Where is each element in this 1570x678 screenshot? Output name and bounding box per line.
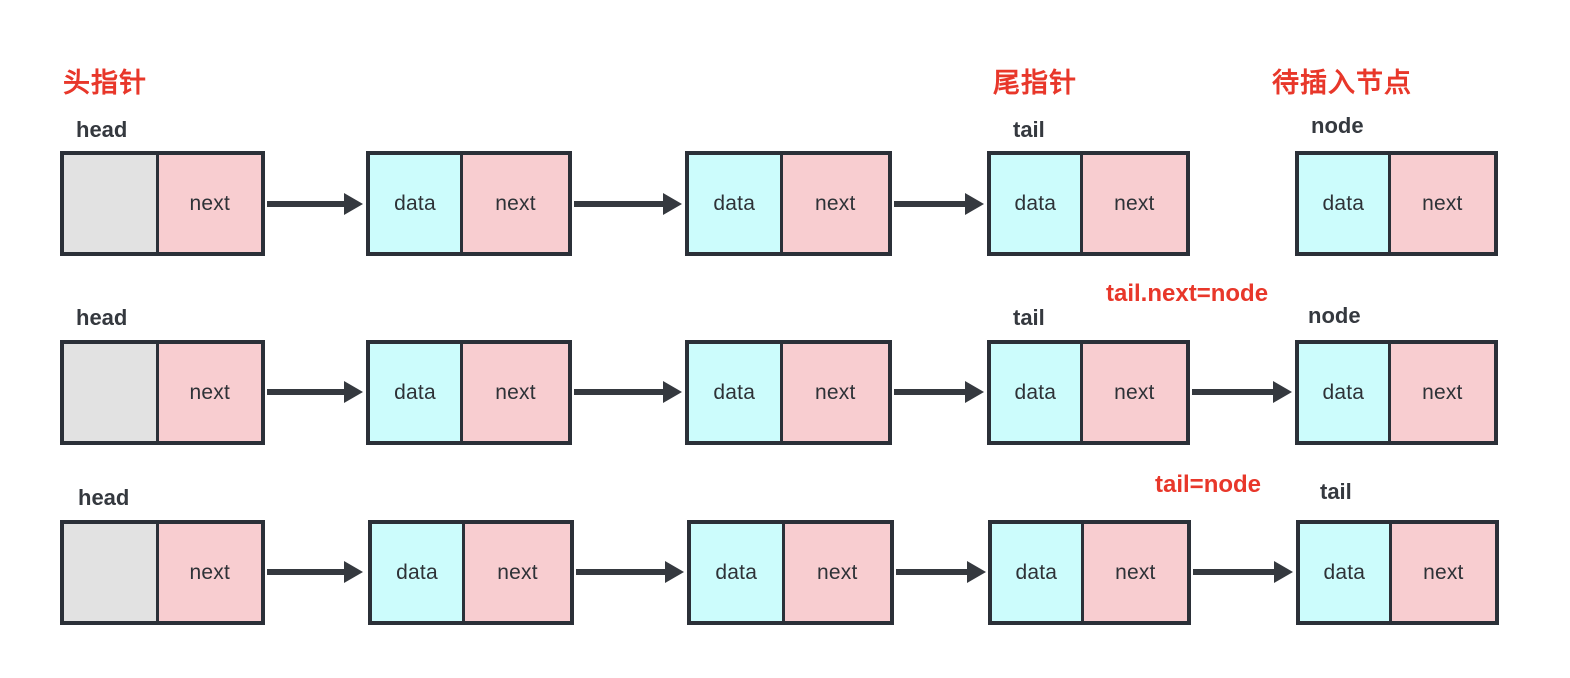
arrow-head-icon [344,561,363,583]
node-cell-data: data [370,344,464,441]
node-box-head-node-step-2: next [60,340,265,445]
arrow-head-icon [344,381,363,403]
node-cell-next: next [463,344,568,441]
arrow-shaft [1193,569,1276,575]
node-cell-data: data [991,155,1083,252]
pointer-label-head-step-2: head [76,305,128,330]
arrow-head-icon [344,193,363,215]
node-cell-next: next [465,524,570,621]
pointer-label-node-step-1: node [1311,113,1364,138]
arrow-shaft [267,389,346,395]
node-cell-next: next [782,155,888,252]
arrow-shaft [574,389,665,395]
node-cell-data: data [1300,524,1392,621]
node-cell-next: next [1082,344,1186,441]
arrow-head-icon [965,193,984,215]
node-cell-data: data [689,344,783,441]
arrow-shaft [896,569,969,575]
pointer-label-node-step-2: node [1308,303,1361,328]
arrow-shaft [576,569,667,575]
node-cell-next: next [1391,524,1495,621]
node-cell-data: data [991,344,1083,441]
annotation-step-3-0: tail=node [1155,471,1262,498]
node-cell-data: data [370,155,464,252]
node-cell-data: data [1299,155,1391,252]
node-cell-data: data [691,524,785,621]
node-cell-data: data [372,524,466,621]
arrow-shaft [894,389,967,395]
node-box-head-node-step-1: next [60,151,265,256]
arrow-head-icon [1274,561,1293,583]
arrow-shaft [574,201,665,207]
node-cell-empty [64,344,159,441]
annotation-step-1-1: 尾指针 [993,68,1077,98]
node-box-head-node-step-3: next [60,520,265,625]
node-cell-next: next [1082,155,1186,252]
node-cell-empty [64,155,159,252]
node-cell-next: next [1390,155,1494,252]
node-cell-next: next [1390,344,1494,441]
pointer-label-tail-step-1: tail [1013,117,1045,142]
node-cell-data: data [1299,344,1391,441]
node-cell-next: next [1083,524,1187,621]
pointer-label-head-step-1: head [76,117,128,142]
annotation-step-1-2: 待插入节点 [1272,68,1412,98]
node-cell-next: next [158,155,261,252]
arrow-head-icon [967,561,986,583]
arrow-head-icon [663,381,682,403]
node-cell-next: next [782,344,888,441]
pointer-label-head-step-3: head [78,485,130,510]
annotation-step-1-0: 头指针 [63,68,147,98]
annotation-step-2-0: tail.next=node [1106,280,1269,307]
arrow-head-icon [665,561,684,583]
node-cell-data: data [689,155,783,252]
node-cell-next: next [463,155,568,252]
node-cell-next: next [158,524,261,621]
node-cell-next: next [784,524,890,621]
arrow-head-icon [1273,381,1292,403]
arrow-shaft [894,201,967,207]
arrow-shaft [267,569,346,575]
pointer-label-tail-step-2: tail [1013,305,1045,330]
arrow-shaft [267,201,346,207]
node-cell-next: next [158,344,261,441]
node-cell-data: data [992,524,1084,621]
node-cell-empty [64,524,159,621]
arrow-shaft [1192,389,1275,395]
arrow-head-icon [663,193,682,215]
arrow-head-icon [965,381,984,403]
pointer-label-tail-step-3: tail [1320,479,1352,504]
